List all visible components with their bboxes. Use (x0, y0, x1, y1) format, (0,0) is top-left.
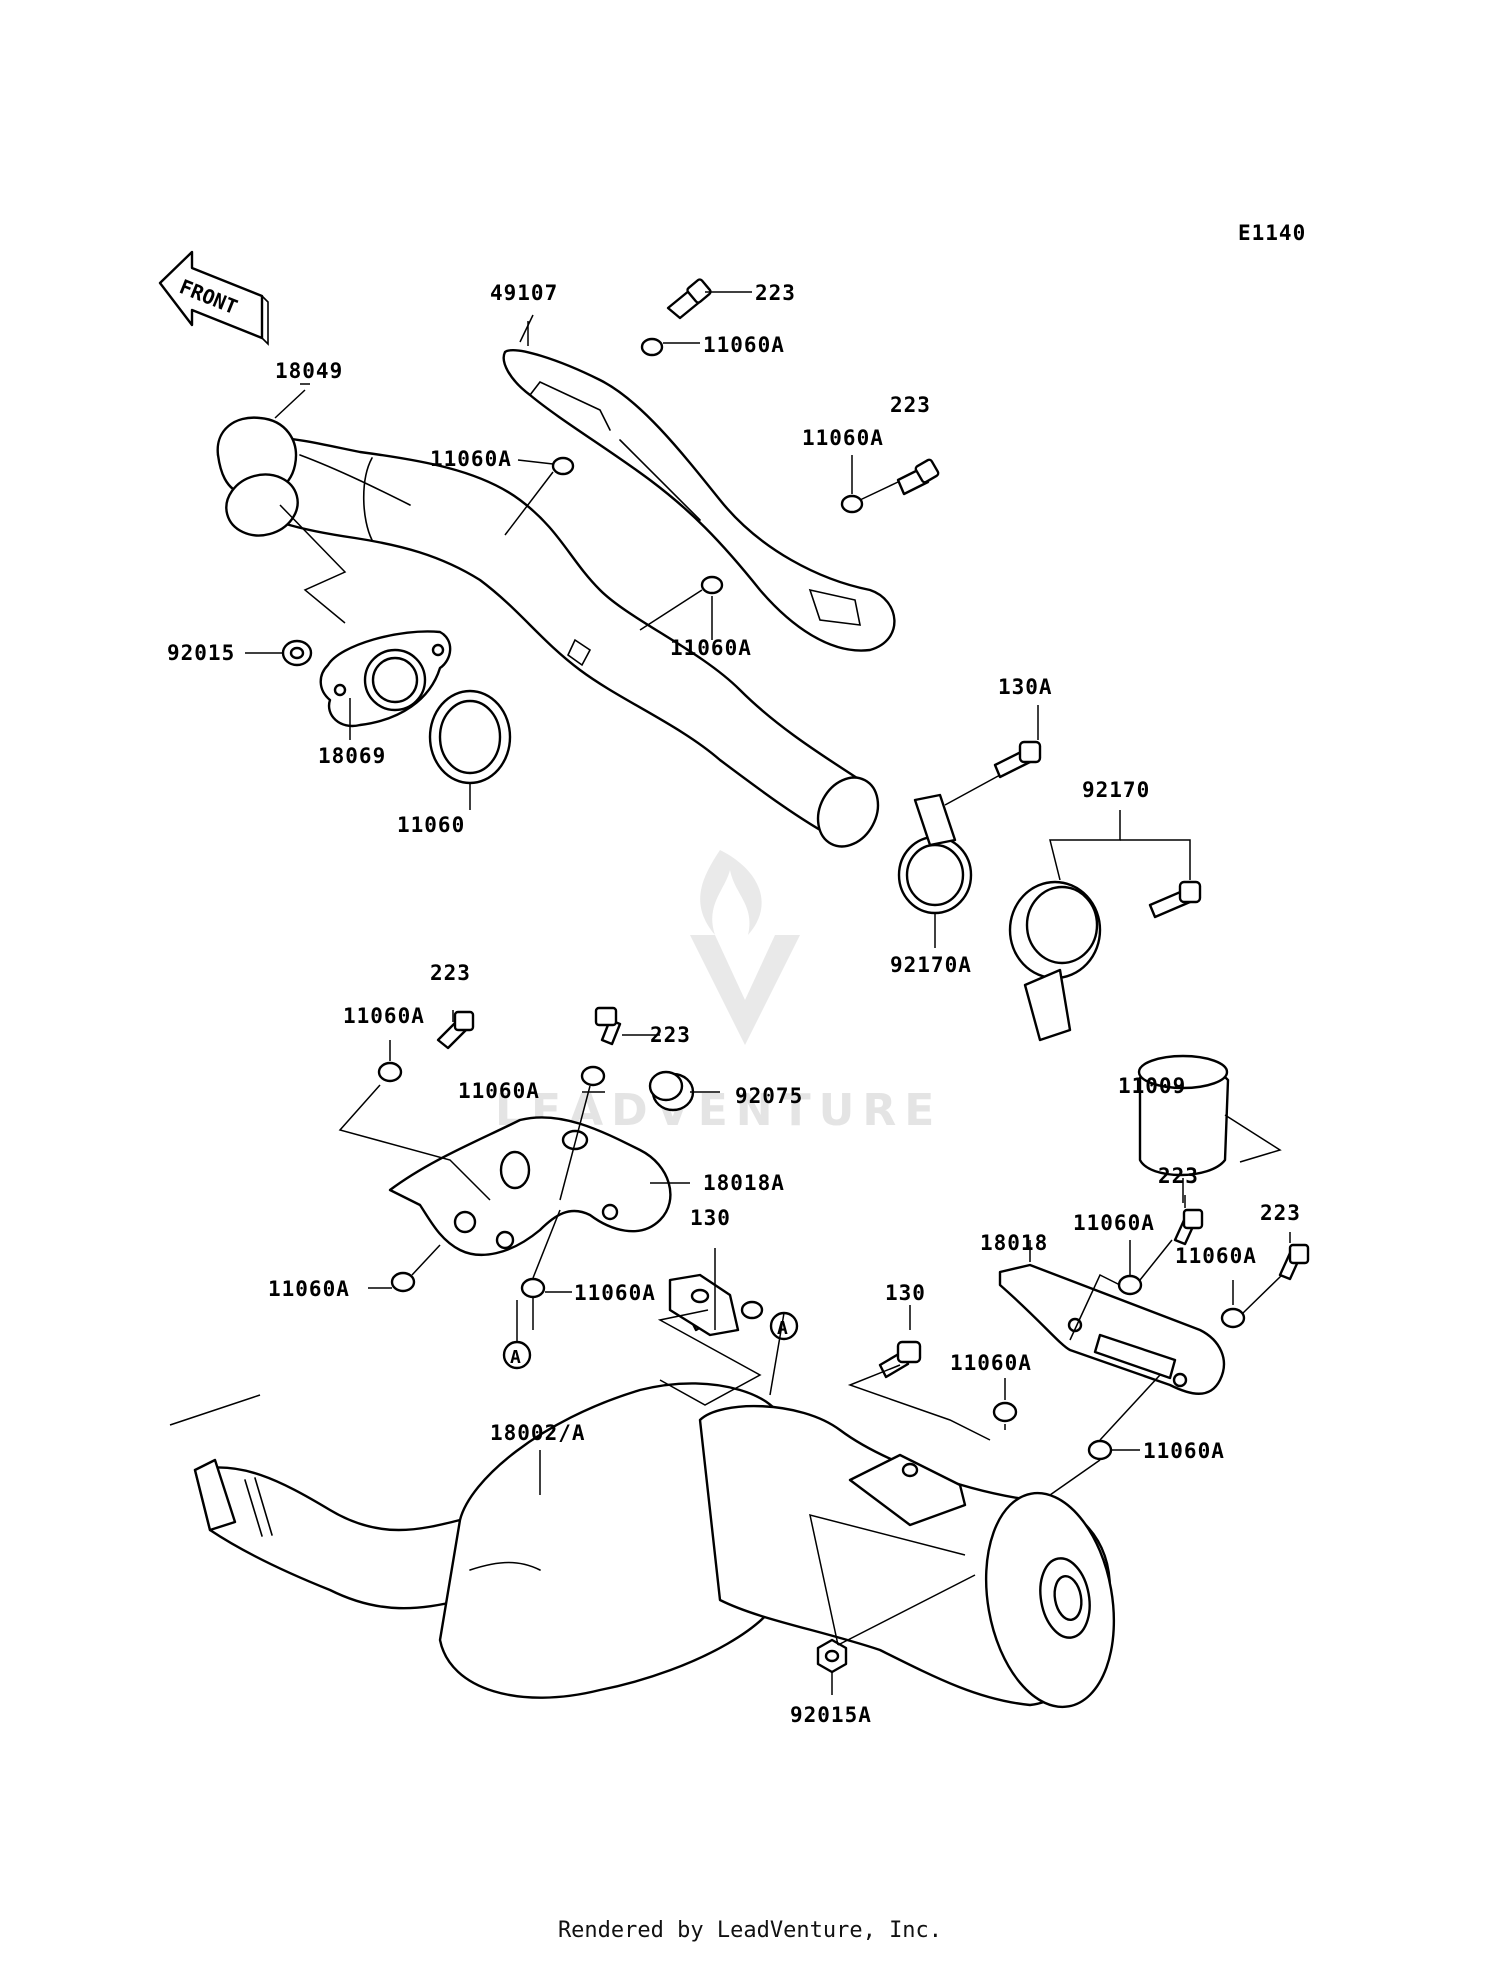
label-92015: 92015 (167, 641, 235, 665)
label-92170A: 92170A (890, 953, 972, 977)
label-11009: 11009 (1118, 1074, 1186, 1098)
label-11060A-h: 11060A (574, 1281, 656, 1305)
label-92170: 92170 (1082, 778, 1150, 802)
label-11060A-a: 11060A (703, 333, 785, 357)
label-11060A-d: 11060A (670, 636, 752, 660)
diagram-code: E1140 (1238, 221, 1306, 245)
label-11060A-e: 11060A (343, 1004, 425, 1028)
bolt-130A (993, 740, 1042, 779)
label-92015A: 92015A (790, 1703, 872, 1727)
label-223-e: 223 (1158, 1164, 1199, 1188)
reference-a1-label: A (510, 1347, 521, 1368)
washer-11060A-top (551, 337, 864, 595)
label-18002A: 18002/A (490, 1421, 586, 1445)
label-11060: 11060 (397, 813, 465, 837)
label-11060A-l: 11060A (1143, 1439, 1225, 1463)
front-arrow-icon: FRONT (158, 250, 269, 346)
label-49107: 49107 (490, 281, 558, 305)
label-18069: 18069 (318, 744, 386, 768)
label-18049: 18049 (275, 359, 343, 383)
label-11060A-f: 11060A (458, 1079, 540, 1103)
reference-marker-a1: A (502, 1340, 532, 1370)
label-11060A-k: 11060A (950, 1351, 1032, 1375)
clamp-92170 (1008, 880, 1202, 1042)
washer-11060A-mid (377, 1061, 606, 1299)
clamp-92170A (897, 793, 973, 915)
label-11060A-c: 11060A (430, 447, 512, 471)
label-223-a: 223 (755, 281, 796, 305)
bolt-223-top (666, 278, 940, 496)
reference-a2-label: A (777, 1318, 788, 1339)
bolt-223-mid (436, 1006, 622, 1050)
label-130-a: 130 (690, 1206, 731, 1230)
label-18018A: 18018A (703, 1171, 785, 1195)
leader-lines (169, 291, 1291, 1695)
heat-guard-18018A (388, 1116, 672, 1257)
label-11060A-j: 11060A (1175, 1244, 1257, 1268)
washer-11060A-right (992, 1274, 1246, 1461)
bolt-130-right (878, 1340, 922, 1379)
label-223-c: 223 (430, 961, 471, 985)
sleeve-11009 (1137, 1054, 1230, 1177)
heat-guard-49107 (502, 349, 896, 652)
callout-labels: 49107 223 11060A 223 11060A 18049 11060A… (167, 281, 1301, 1727)
heat-guard-18018 (998, 1263, 1226, 1395)
label-130A: 130A (998, 675, 1053, 699)
muffler-18002A (193, 1273, 1116, 1709)
label-11060A-b: 11060A (802, 426, 884, 450)
watermark: LEADVENTURE (495, 850, 934, 1136)
label-223-f: 223 (1260, 1201, 1301, 1225)
label-223-d: 223 (650, 1023, 691, 1047)
gasket-18069 (319, 630, 452, 728)
label-92075: 92075 (735, 1084, 803, 1108)
label-223-b: 223 (890, 393, 931, 417)
label-18018: 18018 (980, 1231, 1048, 1255)
exhaust-pipe-18049 (216, 416, 880, 848)
footer-credit: Rendered by LeadVenture, Inc. (557, 1918, 943, 1943)
gasket-ring-11060 (428, 689, 512, 785)
label-11060A-g: 11060A (268, 1277, 350, 1301)
bolt-223-right (1173, 1208, 1310, 1281)
label-11060A-i: 11060A (1073, 1211, 1155, 1235)
nut-92015A (816, 1638, 848, 1674)
label-130-b: 130 (885, 1281, 926, 1305)
nut-92015 (281, 639, 313, 667)
